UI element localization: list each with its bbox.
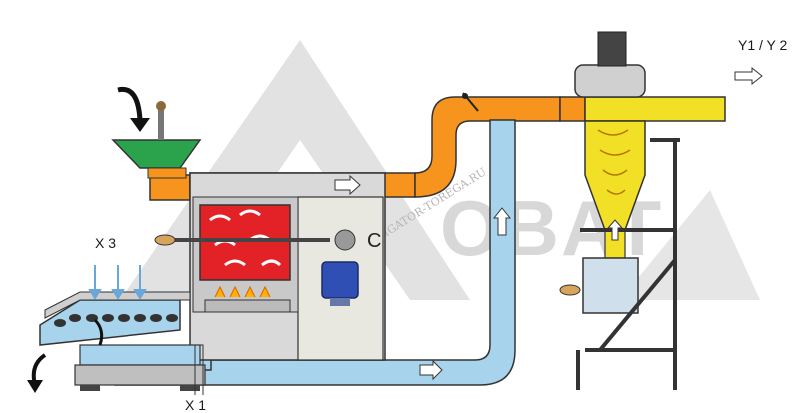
svg-text:C: C — [367, 230, 381, 252]
curved-arrow-icon — [27, 318, 104, 393]
input-arrow-x1 — [194, 344, 204, 395]
label-input-top: X 3 — [95, 235, 116, 251]
cooling-tray — [39, 291, 206, 391]
label-input-bottom: X 1 — [185, 397, 206, 413]
arrow-right-icon — [334, 66, 763, 381]
handle-icon — [154, 234, 176, 246]
arrow-down-icon — [117, 86, 150, 132]
green-hopper — [111, 101, 202, 179]
support-frame — [576, 138, 680, 390]
roasting-drum — [199, 204, 291, 281]
roaster-body: C — [154, 172, 386, 361]
collection-bin — [559, 257, 639, 314]
valve-icon — [462, 92, 479, 112]
cyclone — [584, 96, 726, 259]
arrow-up-icon — [492, 207, 624, 241]
input-arrows — [88, 265, 147, 300]
fan-icon — [574, 31, 646, 98]
label-output: Y1 / Y 2 — [738, 37, 788, 53]
flame-icon — [214, 285, 271, 298]
motor-icon — [321, 261, 359, 306]
